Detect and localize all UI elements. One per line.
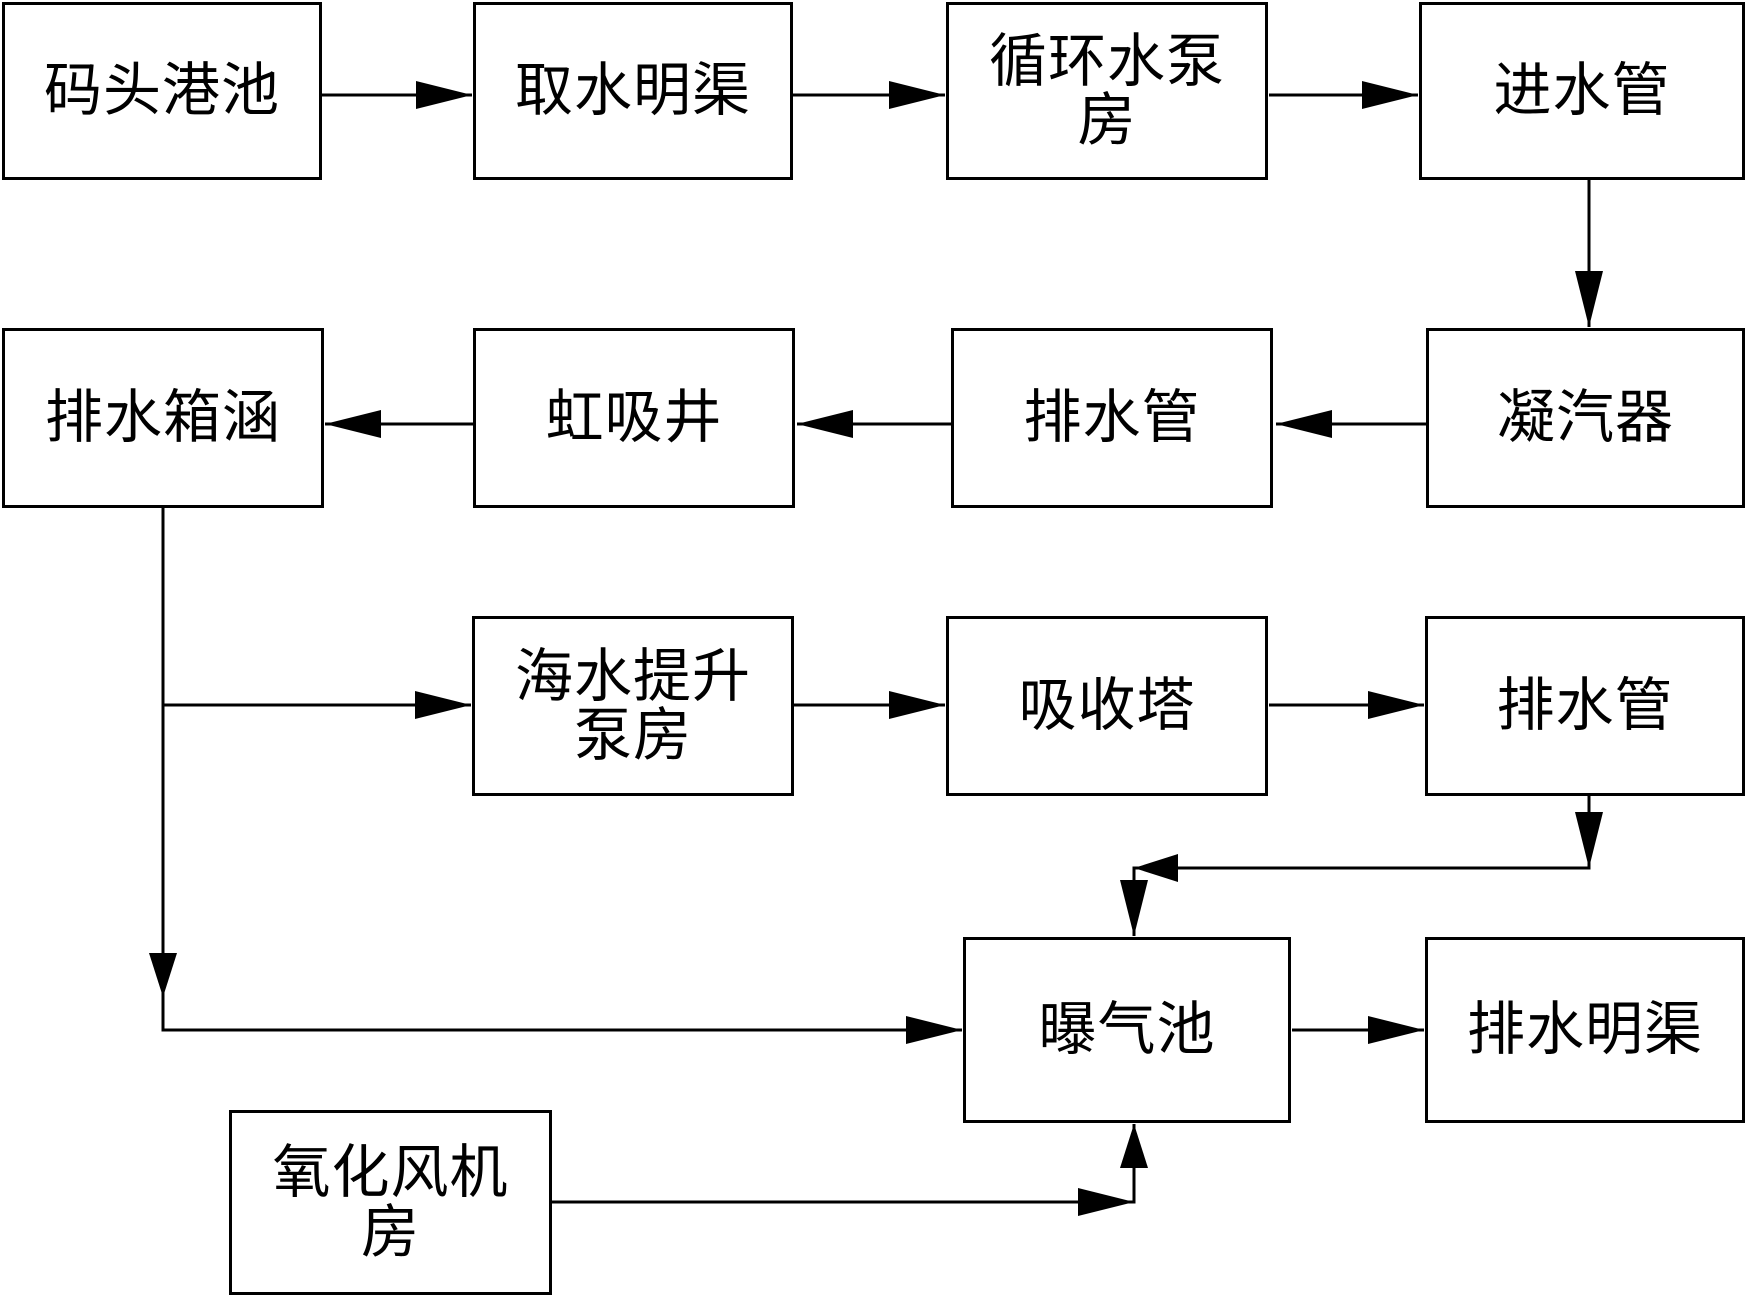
node-oxidation-fan-house: 氧化风机 房 [229,1110,552,1295]
node-label: 循环水泵 房 [988,26,1225,154]
arrowhead [889,691,945,719]
arrowhead [416,81,472,109]
node-label: 排水管 [1023,383,1201,452]
arrowhead [889,81,945,109]
node-label: 进水管 [1493,56,1671,125]
arrowhead [1276,410,1332,438]
edge-fan-to-aeration [551,1124,1136,1204]
arrowhead [1120,1124,1148,1168]
arrowhead [1362,81,1418,109]
node-label: 排水管 [1496,671,1674,740]
node-drainage-open-channel: 排水明渠 [1425,937,1745,1123]
arrowhead [797,410,853,438]
arrowhead [1575,271,1603,327]
arrowhead [149,953,177,997]
edge-culvert-trunk [161,507,962,1032]
arrowhead [1575,812,1603,868]
node-seawater-lift-pump-house: 海水提升 泵房 [472,616,794,796]
node-circulating-pump-house: 循环水泵 房 [946,2,1268,180]
node-label: 氧化风机 房 [272,1138,509,1266]
arrowhead [325,410,381,438]
node-label: 取水明渠 [514,56,751,125]
arrowhead [1368,1016,1424,1044]
node-inlet-pipe: 进水管 [1419,2,1745,180]
node-label: 凝汽器 [1496,383,1674,452]
arrowheads [149,81,1603,1216]
node-drainage-box-culvert: 排水箱涵 [2,328,324,508]
node-condenser: 凝汽器 [1426,328,1745,508]
node-label: 海水提升 泵房 [514,641,751,769]
node-label: 排水明渠 [1466,995,1703,1064]
arrowhead [906,1016,962,1044]
node-siphon-well: 虹吸井 [473,328,795,508]
node-aeration-basin: 曝气池 [963,937,1291,1123]
node-label: 吸收塔 [1018,671,1196,740]
node-drain-pipe-2: 排水管 [1425,616,1745,796]
node-label: 曝气池 [1038,995,1216,1064]
node-drain-pipe-1: 排水管 [951,328,1273,508]
node-intake-open-channel: 取水明渠 [473,2,793,180]
node-label: 码头港池 [43,56,280,125]
arrowhead [1368,691,1424,719]
edge-drainpipe2-to-aeration [1132,795,1591,936]
arrowhead [1120,880,1148,936]
node-label: 排水箱涵 [44,383,281,452]
arrowhead [1078,1188,1134,1216]
node-absorption-tower: 吸收塔 [946,616,1268,796]
arrowhead [415,691,471,719]
arrowhead [1134,854,1178,882]
node-label: 虹吸井 [545,383,723,452]
node-wharf-basin: 码头港池 [2,2,322,180]
